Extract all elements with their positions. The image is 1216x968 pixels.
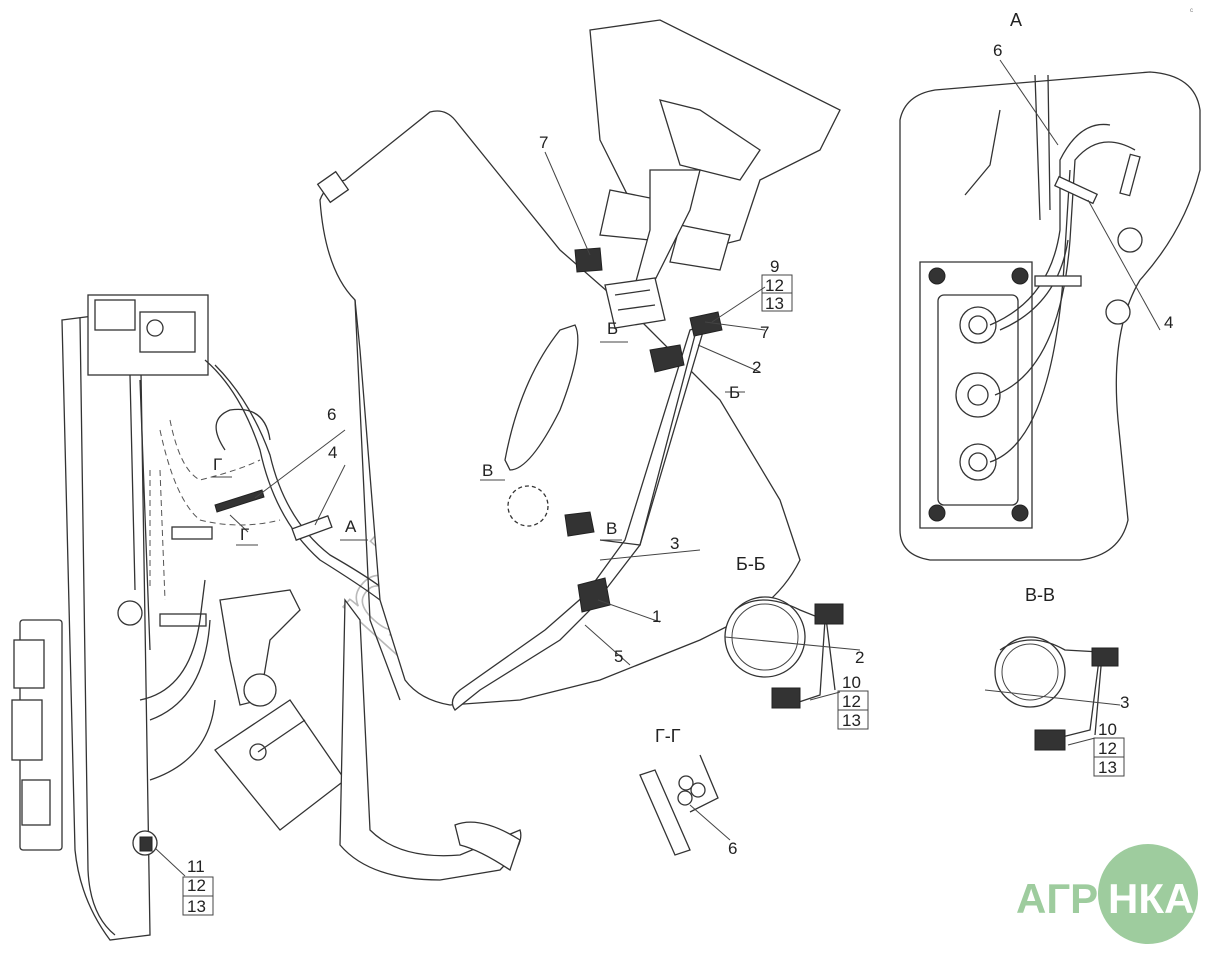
bb-callout-13: 13 [842, 711, 861, 730]
view-a-callout-4: 4 [1164, 313, 1173, 332]
agronka-logo: АГРО НКА [1016, 844, 1198, 944]
wiring-harness [139, 359, 386, 781]
callout-13-a: 13 [765, 294, 784, 313]
section-gg-title: Г-Г [655, 726, 681, 746]
vv-callout-12: 12 [1098, 739, 1117, 758]
section-vv [984, 636, 1121, 751]
vv-callout-10: 10 [1098, 720, 1117, 739]
callout-2: 2 [752, 358, 761, 377]
bb-callout-12: 12 [842, 692, 861, 711]
callout-12-a: 12 [765, 276, 784, 295]
callout-3: 3 [670, 534, 679, 553]
view-a-title: А [1010, 10, 1022, 30]
view-a-detail [899, 59, 1201, 561]
vv-callout-13: 13 [1098, 758, 1117, 777]
corner-mark: с [1190, 8, 1193, 14]
marker-g-1: Г [213, 455, 222, 474]
callout-frames [182, 274, 1125, 916]
callout-4: 4 [328, 443, 337, 462]
marker-v-1: В [482, 461, 493, 480]
mounting-brackets [451, 311, 723, 711]
steering-console [316, 19, 841, 881]
callout-7-top: 7 [539, 133, 548, 152]
bb-callout-10: 10 [842, 673, 861, 692]
marker-a: А [345, 517, 357, 536]
callout-labels: 7 9 12 13 7 2 Б Б В В 3 1 5 6 4 А Г Г 11… [187, 8, 1193, 916]
section-bb-title: Б-Б [736, 554, 766, 574]
gg-callout-6: 6 [728, 839, 737, 858]
marker-v-2: В [606, 519, 617, 538]
callout-13-b: 13 [187, 897, 206, 916]
bb-callout-2: 2 [855, 648, 864, 667]
section-gg [639, 754, 731, 856]
callout-1: 1 [652, 607, 661, 626]
marker-b-2: Б [729, 383, 740, 402]
instrument-panel [11, 294, 209, 941]
view-a-callout-6: 6 [993, 41, 1002, 60]
svg-text:АГРО: АГРО [1016, 875, 1130, 922]
pedal-assembly [214, 589, 346, 831]
marker-g-2: Г [240, 525, 249, 544]
svg-text:НКА: НКА [1108, 875, 1194, 922]
marker-b-1: Б [607, 319, 618, 338]
section-bb [724, 596, 861, 709]
leader-lines [154, 151, 766, 877]
callout-9: 9 [770, 257, 779, 276]
callout-5: 5 [614, 647, 623, 666]
callout-6: 6 [327, 405, 336, 424]
callout-11: 11 [187, 857, 205, 876]
section-vv-title: В-В [1025, 585, 1055, 605]
callout-7-right: 7 [760, 323, 769, 342]
callout-12-b: 12 [187, 876, 206, 895]
vv-callout-3: 3 [1120, 693, 1129, 712]
